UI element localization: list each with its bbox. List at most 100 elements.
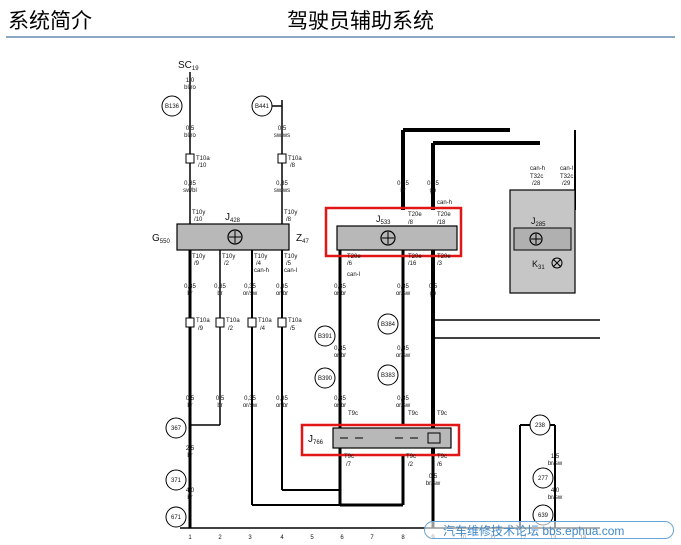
highlight-j766 (300, 423, 461, 457)
svg-text:sw/ws: sw/ws (274, 188, 290, 194)
svg-text:or/sw: or/sw (396, 353, 411, 359)
svg-text:or/br: or/br (334, 403, 346, 409)
module-j533-box (336, 225, 458, 251)
module-j428-box (176, 223, 290, 251)
junction-238: 238 (535, 423, 546, 429)
svg-text:T10a: T10a (288, 318, 302, 324)
svg-text:br/sw: br/sw (548, 495, 563, 501)
svg-text:can-l: can-l (560, 166, 573, 172)
svg-text:T10y: T10y (284, 254, 297, 260)
module-j285-box (509, 189, 576, 294)
svg-text:4: 4 (280, 535, 284, 541)
module-z47-label: Z47 (296, 233, 309, 245)
svg-text:3: 3 (248, 535, 252, 541)
svg-text:0,35: 0,35 (276, 284, 288, 290)
svg-text:1: 1 (188, 535, 192, 541)
svg-text:/10: /10 (198, 163, 207, 169)
module-j285-label: J285 (531, 216, 546, 228)
svg-text:/4: /4 (256, 261, 262, 267)
svg-text:T32c: T32c (560, 174, 573, 180)
svg-text:7: 7 (370, 535, 374, 541)
terminal-sc19-label: SC19 (178, 60, 199, 72)
svg-text:0,35: 0,35 (397, 346, 409, 352)
svg-text:0,35: 0,35 (244, 396, 256, 402)
svg-text:T10y: T10y (192, 210, 205, 216)
svg-text:/5: /5 (286, 261, 292, 267)
highlight-j533 (324, 206, 463, 258)
svg-text:sw/ws: sw/ws (274, 133, 290, 139)
svg-text:br: br (187, 291, 192, 297)
svg-text:T10y: T10y (222, 254, 235, 260)
svg-text:T10a: T10a (258, 318, 272, 324)
svg-text:T10a: T10a (196, 318, 210, 324)
junction-b384: B384 (381, 322, 396, 328)
svg-text:6: 6 (340, 535, 344, 541)
page-header: 系统简介 驾驶员辅助系统 (0, 0, 681, 40)
wires (180, 72, 600, 529)
connector-pins (185, 153, 287, 328)
svg-text:/2: /2 (408, 462, 414, 468)
page-title: 驾驶员辅助系统 (287, 9, 434, 33)
svg-text:8: 8 (401, 535, 405, 541)
svg-text:/2: /2 (228, 326, 234, 332)
junction-639: 639 (538, 513, 549, 519)
junction-b136: B136 (165, 104, 180, 110)
junction-b441: B441 (255, 104, 270, 110)
svg-text:0,35: 0,35 (244, 284, 256, 290)
svg-text:0,35: 0,35 (334, 396, 346, 402)
svg-text:/8: /8 (290, 163, 296, 169)
svg-text:/6: /6 (347, 261, 353, 267)
svg-text:can-h: can-h (437, 200, 452, 206)
svg-text:T10y: T10y (192, 254, 205, 260)
junction-b383: B383 (381, 373, 396, 379)
svg-text:/7: /7 (346, 462, 352, 468)
svg-text:br: br (187, 403, 192, 409)
svg-text:br: br (187, 495, 192, 501)
svg-text:5: 5 (310, 535, 314, 541)
svg-text:/8: /8 (408, 220, 414, 226)
svg-text:/16: /16 (408, 261, 417, 267)
svg-text:sw/bl: sw/bl (183, 188, 197, 194)
svg-text:or/sw: or/sw (396, 403, 411, 409)
svg-text:ge: ge (430, 291, 437, 297)
svg-text:T10y: T10y (254, 254, 267, 260)
svg-text:br/sw: br/sw (426, 481, 441, 487)
svg-text:T20e: T20e (347, 254, 361, 260)
svg-text:0,5: 0,5 (429, 474, 438, 480)
svg-text:4,0: 4,0 (186, 488, 195, 494)
svg-text:or/br: or/br (334, 353, 346, 359)
svg-text:0,5: 0,5 (186, 396, 195, 402)
svg-text:T20e: T20e (437, 212, 451, 218)
svg-text:/4: /4 (260, 326, 266, 332)
svg-text:0,35: 0,35 (334, 346, 346, 352)
junction-b390: B390 (318, 376, 333, 382)
svg-text:T20e: T20e (437, 254, 451, 260)
header-divider (6, 36, 675, 38)
module-j533-label: J533 (376, 214, 391, 226)
svg-text:0,35: 0,35 (397, 284, 409, 290)
svg-text:can-h: can-h (254, 268, 269, 274)
svg-text:T9c: T9c (406, 454, 416, 460)
svg-text:T9c: T9c (348, 411, 358, 417)
svg-text:or/br: or/br (276, 291, 288, 297)
svg-text:0,35: 0,35 (427, 181, 439, 187)
svg-text:0,5: 0,5 (216, 396, 225, 402)
svg-text:/2: /2 (224, 261, 230, 267)
svg-text:T9c: T9c (437, 411, 447, 417)
svg-text:T10y: T10y (284, 210, 297, 216)
svg-text:0,5: 0,5 (186, 126, 195, 132)
section-title: 系统简介 (8, 9, 92, 33)
svg-text:or/sw: or/sw (243, 403, 258, 409)
svg-text:2: 2 (218, 535, 222, 541)
watermark-badge: 汽车维修技术论坛 bbs.ephua.com (424, 521, 674, 539)
svg-text:T9c: T9c (344, 454, 354, 460)
svg-text:br: br (217, 291, 222, 297)
svg-text:T20e: T20e (408, 212, 422, 218)
svg-text:br: br (400, 188, 405, 194)
junction-circles (161, 95, 554, 528)
svg-text:2,5: 2,5 (186, 446, 195, 452)
svg-text:0,35: 0,35 (397, 396, 409, 402)
svg-text:4,0: 4,0 (551, 488, 560, 494)
